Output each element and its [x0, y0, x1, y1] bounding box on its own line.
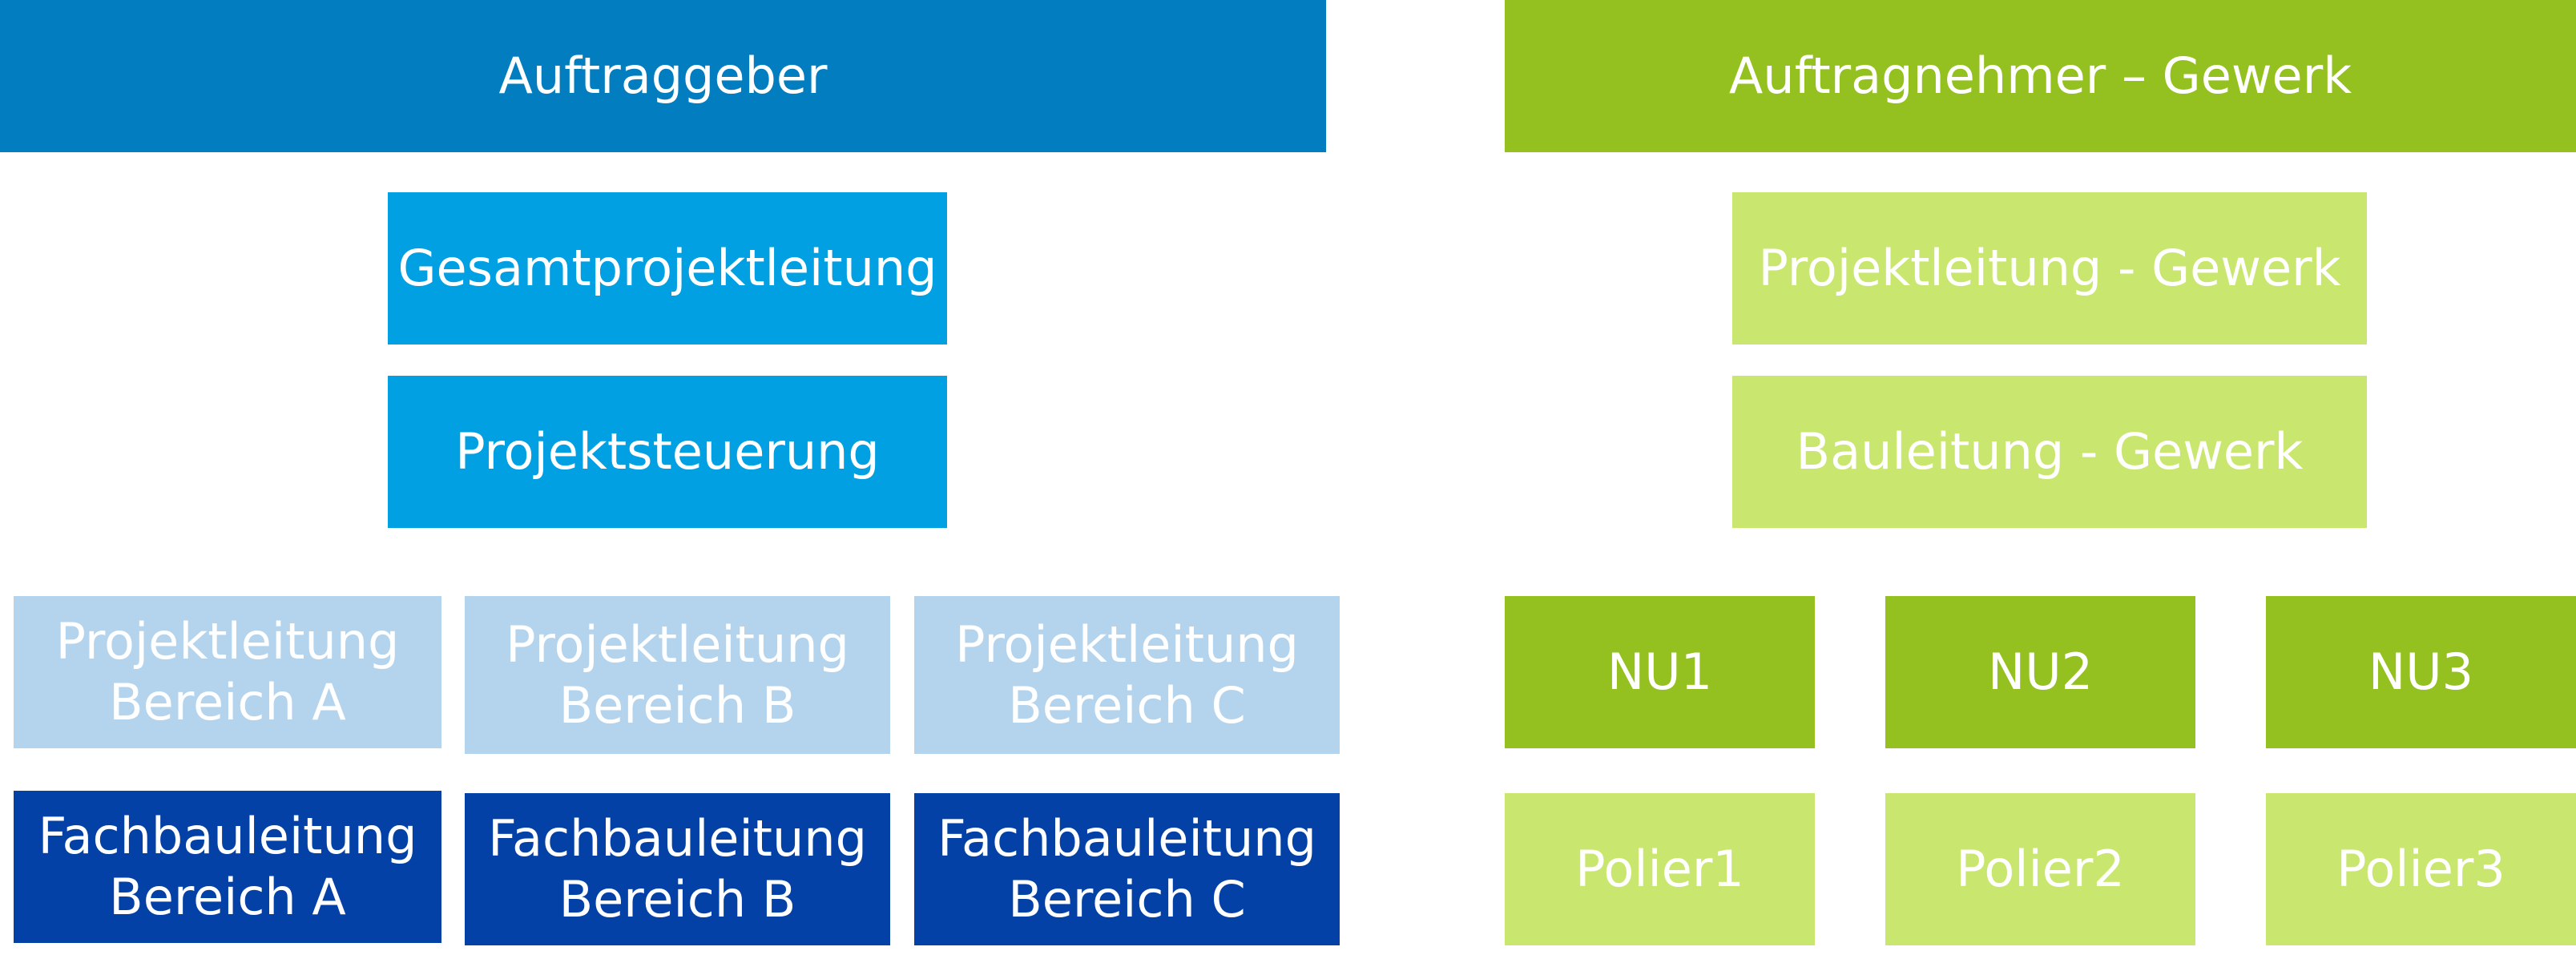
projektleitung-bereich-c-box: Projektleitung Bereich C — [914, 596, 1340, 754]
projektleitung-bereich-b-box: Projektleitung Bereich B — [465, 596, 890, 754]
auftraggeber-label: Auftraggeber — [498, 46, 828, 105]
auftraggeber-header: Auftraggeber — [0, 0, 1326, 152]
polier3-box: Polier3 — [2266, 793, 2576, 945]
fachbauleitung-a-line2: Bereich A — [109, 868, 346, 926]
projektleitung-a-line1: Projektleitung — [55, 612, 400, 671]
fachbauleitung-c-line1: Fachbauleitung — [937, 809, 1316, 868]
polier2-label: Polier2 — [1956, 840, 2125, 898]
fachbauleitung-c-line2: Bereich C — [1008, 870, 1246, 929]
nu1-box: NU1 — [1505, 596, 1815, 748]
nu2-label: NU2 — [1987, 643, 2094, 701]
bauleitung-gewerk-label: Bauleitung - Gewerk — [1796, 422, 2304, 481]
fachbauleitung-b-line1: Fachbauleitung — [488, 809, 867, 868]
nu1-label: NU1 — [1606, 643, 1713, 701]
auftragnehmer-header: Auftragnehmer – Gewerk — [1505, 0, 2576, 152]
projektleitung-c-line2: Bereich C — [1008, 675, 1246, 735]
bauleitung-gewerk-box: Bauleitung - Gewerk — [1732, 376, 2367, 528]
nu2-box: NU2 — [1885, 596, 2195, 748]
projektleitung-gewerk-label: Projektleitung - Gewerk — [1758, 239, 2341, 297]
nu3-box: NU3 — [2266, 596, 2576, 748]
polier1-label: Polier1 — [1575, 840, 1744, 898]
nu3-label: NU3 — [2368, 643, 2474, 701]
projektleitung-a-line2: Bereich A — [109, 673, 346, 731]
projektsteuerung-box: Projektsteuerung — [388, 376, 947, 528]
projektleitung-b-line1: Projektleitung — [506, 614, 849, 674]
projektleitung-b-line2: Bereich B — [558, 675, 796, 735]
fachbauleitung-bereich-c-box: Fachbauleitung Bereich C — [914, 793, 1340, 945]
projektsteuerung-label: Projektsteuerung — [455, 422, 880, 481]
polier2-box: Polier2 — [1885, 793, 2195, 945]
fachbauleitung-bereich-a-box: Fachbauleitung Bereich A — [14, 791, 441, 943]
polier1-box: Polier1 — [1505, 793, 1815, 945]
auftragnehmer-label: Auftragnehmer – Gewerk — [1728, 46, 2352, 105]
fachbauleitung-b-line2: Bereich B — [558, 870, 796, 929]
projektleitung-gewerk-box: Projektleitung - Gewerk — [1732, 192, 2367, 345]
gesamtprojektleitung-box: Gesamtprojektleitung — [388, 192, 947, 345]
polier3-label: Polier3 — [2336, 840, 2505, 898]
fachbauleitung-bereich-b-box: Fachbauleitung Bereich B — [465, 793, 890, 945]
gesamtprojektleitung-label: Gesamtprojektleitung — [397, 239, 937, 297]
projektleitung-c-line1: Projektleitung — [955, 614, 1299, 674]
projektleitung-bereich-a-box: Projektleitung Bereich A — [14, 596, 441, 748]
fachbauleitung-a-line1: Fachbauleitung — [38, 807, 417, 865]
